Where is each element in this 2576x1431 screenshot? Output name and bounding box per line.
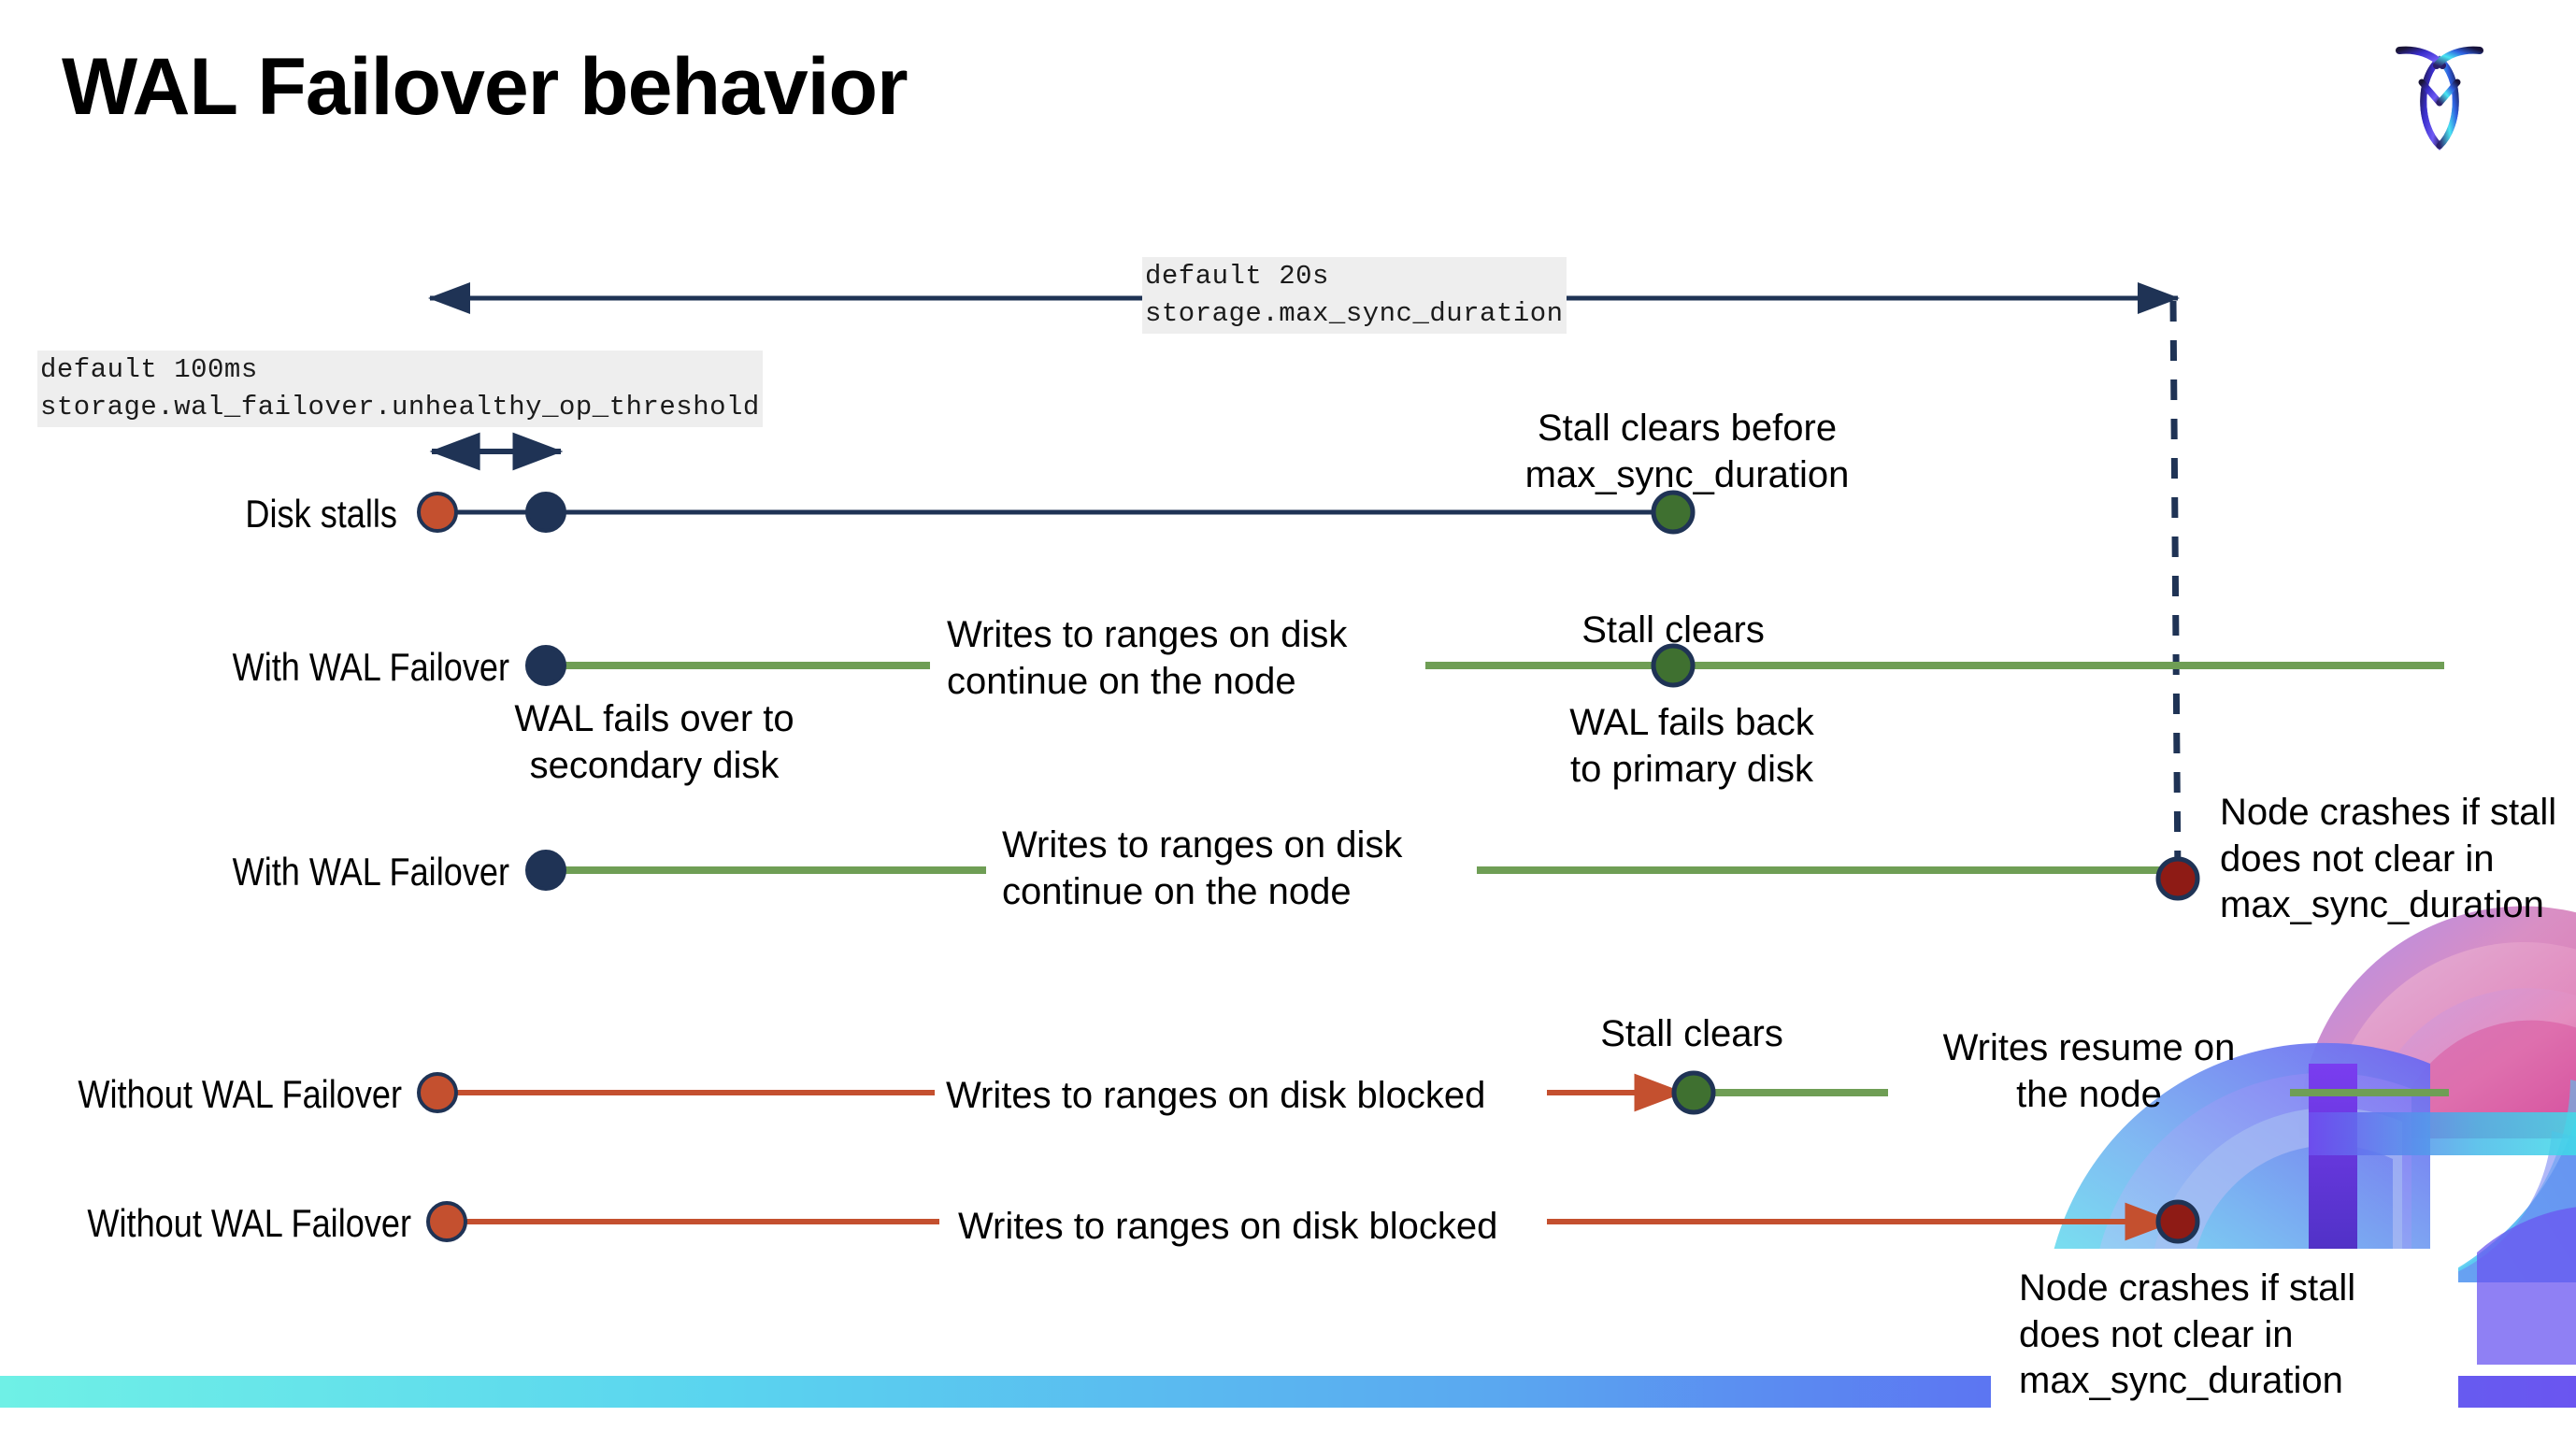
without-failover-2-start-dot: [426, 1201, 467, 1242]
disk-stall-detected-dot: [525, 492, 566, 533]
callout-writes-blocked-2: Writes to ranges on disk blocked: [958, 1206, 1498, 1247]
unhealthy-op-threshold-setting: storage.wal_failover.unhealthy_op_thresh…: [40, 392, 760, 423]
with-failover-2-start-dot: [525, 850, 566, 891]
without-failover-1-start-dot: [417, 1072, 458, 1113]
callout-node-crashes-1: Node crashes if stall does not clear in …: [2220, 792, 2557, 926]
row-label-with-wal-failover-1: With WAL Failover: [232, 645, 509, 689]
callout-stall-clears-2: Stall clears: [1600, 1013, 1783, 1054]
max-sync-duration-annotation: default 20s storage.max_sync_duration: [1142, 257, 1567, 335]
callout-node-crashes-2: Node crashes if stall does not clear in …: [2019, 1267, 2356, 1402]
without-failover-1-stall-clears-dot: [1671, 1070, 1716, 1115]
row-label-without-wal-failover-1: Without WAL Failover: [78, 1072, 402, 1116]
callout-writes-resume: Writes resume on the node: [1942, 1027, 2236, 1115]
row-label-without-wal-failover-2: Without WAL Failover: [87, 1201, 411, 1245]
row-label-with-wal-failover-2: With WAL Failover: [232, 850, 509, 894]
callout-stall-clears-before-max: Stall clears before max_sync_duration: [1524, 408, 1850, 495]
unhealthy-op-threshold-default: default 100ms: [40, 354, 258, 385]
callout-box-node-crashes-2: Node crashes if stall does not clear in …: [1991, 1249, 2458, 1431]
callout-writes-blocked-1: Writes to ranges on disk blocked: [946, 1075, 1486, 1116]
callout-writes-continue-2: Writes to ranges on disk continue on the…: [1002, 824, 1403, 912]
with-failover-2-crash-dot: [2155, 856, 2200, 901]
row-label-disk-stalls: Disk stalls: [245, 492, 397, 536]
without-failover-2-crash-dot: [2155, 1199, 2200, 1244]
unhealthy-op-threshold-annotation: default 100ms storage.wal_failover.unhea…: [37, 351, 763, 428]
with-failover-1-stall-clears-dot: [1651, 643, 1696, 688]
disk-stall-start-dot: [417, 492, 458, 533]
cockroachdb-logo-icon: [2379, 28, 2500, 159]
max-sync-duration-dashed-guide: [2169, 300, 2182, 880]
max-sync-duration-default: default 20s: [1145, 261, 1329, 292]
max-sync-duration-setting: storage.max_sync_duration: [1145, 298, 1564, 330]
callout-wal-fails-back: WAL fails back to primary disk: [1569, 702, 1814, 790]
callout-wal-fails-over: WAL fails over to secondary disk: [514, 698, 794, 786]
disk-stall-clears-dot: [1651, 490, 1696, 535]
with-failover-1-start-dot: [525, 645, 566, 686]
callout-stall-clears-1: Stall clears: [1581, 609, 1765, 651]
page-title: WAL Failover behavior: [62, 42, 909, 132]
callout-writes-continue-1: Writes to ranges on disk continue on the…: [947, 614, 1348, 702]
